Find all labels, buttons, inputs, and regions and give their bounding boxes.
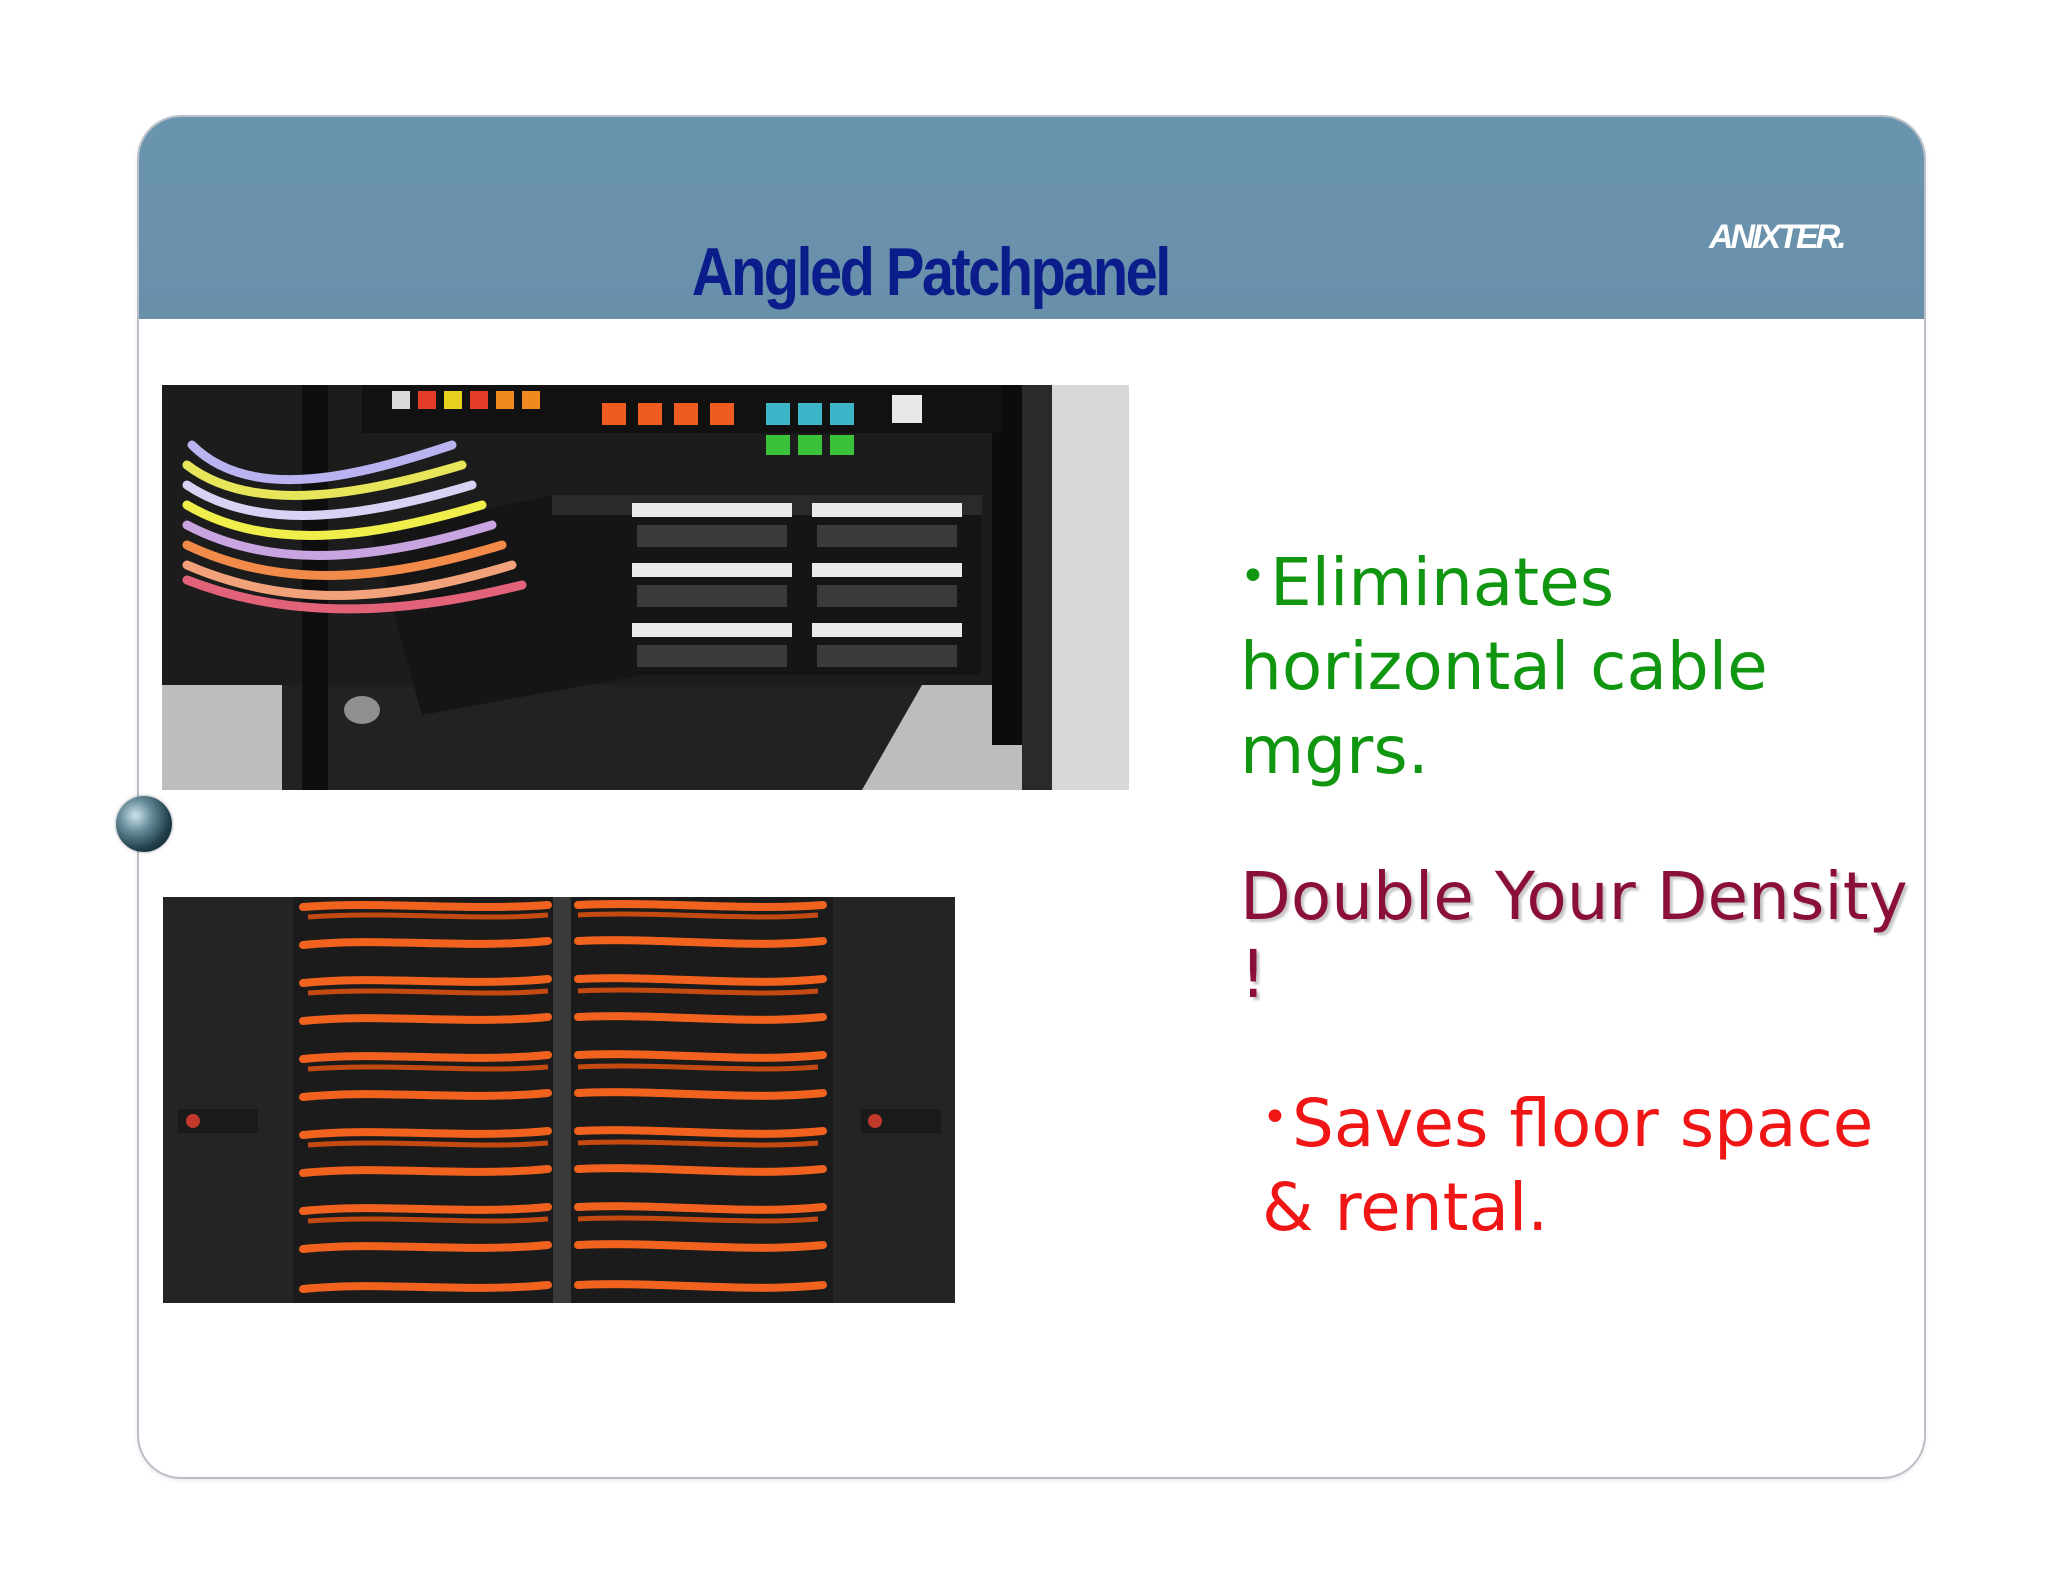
bullet-saves-floor: •Saves floor space & rental. bbox=[1262, 1076, 1902, 1250]
slide-frame: Angled Patchpanel ANIXTER. bbox=[137, 115, 1926, 1479]
header-band bbox=[139, 117, 1924, 319]
bullet-marker: • bbox=[1240, 551, 1266, 602]
slide-title: Angled Patchpanel bbox=[691, 234, 1171, 310]
dense-orange-cabling-photo bbox=[163, 897, 955, 1303]
double-density-callout: Double Your Density ! bbox=[1240, 858, 1908, 1013]
anixter-logo: ANIXTER. bbox=[1709, 218, 1847, 256]
angled-patch-panel-photo bbox=[162, 385, 1129, 790]
bullet-text: Eliminates horizontal cable mgrs. bbox=[1240, 544, 1768, 789]
bullet-marker: • bbox=[1262, 1092, 1288, 1143]
bullet-eliminates: •Eliminates horizontal cable mgrs. bbox=[1240, 535, 1920, 793]
bullet-text: Saves floor space & rental. bbox=[1262, 1085, 1874, 1246]
globe-icon bbox=[116, 796, 172, 852]
